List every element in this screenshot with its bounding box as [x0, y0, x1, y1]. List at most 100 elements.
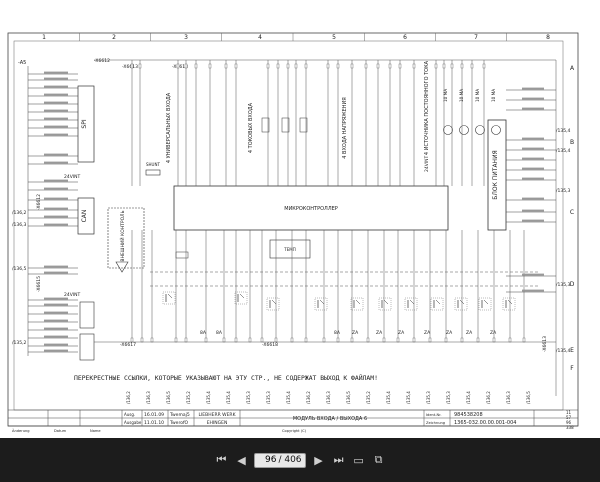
transistor-channel [483, 299, 489, 305]
pin-tag [44, 215, 68, 218]
pin-tag [44, 319, 68, 322]
first-page-button[interactable]: ⏮ [214, 453, 228, 467]
row-letter: E [570, 347, 574, 354]
pin-tag [44, 125, 68, 128]
wire-terminal [444, 337, 448, 343]
output-current-label: ZA [446, 330, 453, 336]
title-col-date: Datum [54, 429, 67, 433]
wire-terminal [450, 63, 454, 69]
single-page-button[interactable]: ▭ [352, 453, 366, 467]
voltage-inputs-title: 4 ВХОДА НАПРЯЖЕНИЯ [342, 97, 348, 158]
last-page-button[interactable]: ⏭ [332, 453, 346, 467]
wire-terminal [208, 63, 212, 69]
transistor-frame [404, 297, 418, 311]
transistor-frame [266, 297, 280, 311]
pin-tag [522, 177, 544, 180]
microcontroller-label: МИКРОКОНТРОЛЛЕР [284, 206, 338, 212]
bottom-reference: /136,2 [126, 391, 131, 404]
page-number-input[interactable] [258, 454, 277, 466]
column-number: 4 [258, 34, 262, 41]
column-number: 1 [42, 34, 46, 41]
output-current-label: ZA [466, 330, 473, 336]
temperature-label: ТЕМП [283, 247, 295, 252]
pin-tag [522, 167, 544, 170]
bottom-reference: /136,2 [306, 391, 311, 404]
title-row1-label: Ausg. [124, 412, 135, 417]
pin-tag [522, 147, 544, 150]
wire-terminal [482, 63, 486, 69]
pin-tag [44, 311, 68, 314]
pin-tag [44, 297, 68, 300]
pin-tag [522, 273, 544, 276]
output-current-label: ZA [424, 330, 431, 336]
bottom-connector-x6617: -X6617 [120, 342, 136, 348]
bottom-connector-x6613: -X6613 [542, 336, 548, 352]
diode-symbol [115, 261, 129, 273]
bottom-references: /136,2/136,3/136,5/135,2/135,4/135,4/135… [126, 391, 531, 404]
wire-terminal [412, 337, 416, 343]
transistor-channel [435, 299, 441, 305]
current-inputs-title: 4 ТОКОВЫХ ВХОДА [248, 102, 254, 153]
wire-terminal [476, 337, 480, 343]
temperature-sensor-block [269, 239, 311, 259]
bottom-connector-x6618: -X6618 [262, 342, 278, 348]
top-connector-x6612: -X6612 [94, 58, 110, 64]
pin-tag [44, 303, 68, 306]
driver-block-1 [79, 301, 95, 329]
next-page-button[interactable]: ▶ [312, 453, 326, 467]
transistor-frame [162, 291, 176, 305]
pin-tag [44, 349, 68, 352]
pin-tag [44, 335, 68, 338]
column-number: 2 [112, 34, 116, 41]
pin-tag [44, 179, 68, 182]
sheet-info-4: 338 [566, 425, 574, 430]
left-pin-list [27, 66, 78, 356]
pin-tag [44, 197, 68, 200]
wire-terminal [130, 63, 134, 69]
transistor-channel [383, 299, 389, 305]
row-letter: B [570, 139, 574, 146]
power-supply-block [487, 119, 507, 231]
can-label: CAN [81, 210, 88, 223]
transistor-channel [239, 293, 245, 299]
bottom-reference: /136,3 [146, 391, 151, 404]
top-wires [94, 59, 557, 396]
cross-reference-notice: ПЕРЕКРЕСТНЫЕ ССЫЛКИ, КОТОРЫЕ УКАЗЫВАЮТ Н… [74, 373, 378, 382]
column-number: 7 [474, 34, 478, 41]
connector-x6615: -X6615 [36, 276, 42, 292]
pin-tag [522, 157, 544, 160]
pin-tag [44, 77, 68, 80]
side-reference: /136,2 [12, 210, 27, 216]
transistor-frame [234, 291, 248, 305]
sheet-info-1: 11 [566, 410, 572, 415]
row-letter: C [570, 209, 574, 216]
input-resistor [261, 117, 270, 133]
previous-page-icon: ◀ [237, 453, 246, 467]
company-name: LIEBHERR WERK [198, 412, 236, 418]
wire-terminal [222, 337, 226, 343]
transistor-frame [478, 297, 492, 311]
transistor-channel [167, 293, 173, 299]
side-reference: /135,4 [556, 128, 571, 134]
wire-terminal [412, 63, 416, 69]
current-source [491, 125, 501, 135]
previous-page-button[interactable]: ◀ [234, 453, 248, 467]
bottom-reference: /135,4 [226, 391, 231, 404]
copyright: Copyright (C) [282, 429, 307, 433]
transistor-frame [502, 297, 516, 311]
pin-tag [44, 207, 68, 210]
title-block [8, 409, 578, 427]
connector-x6612: -X6612 [36, 194, 42, 210]
wire-terminal [224, 63, 228, 69]
wire-terminal [366, 337, 370, 343]
wire-terminal [290, 337, 294, 343]
wire-terminal [376, 63, 380, 69]
next-page-icon: ▶ [314, 453, 323, 467]
wire-terminal [364, 63, 368, 69]
wire-terminal [428, 337, 432, 343]
two-page-button[interactable]: ⧉ [372, 453, 386, 467]
